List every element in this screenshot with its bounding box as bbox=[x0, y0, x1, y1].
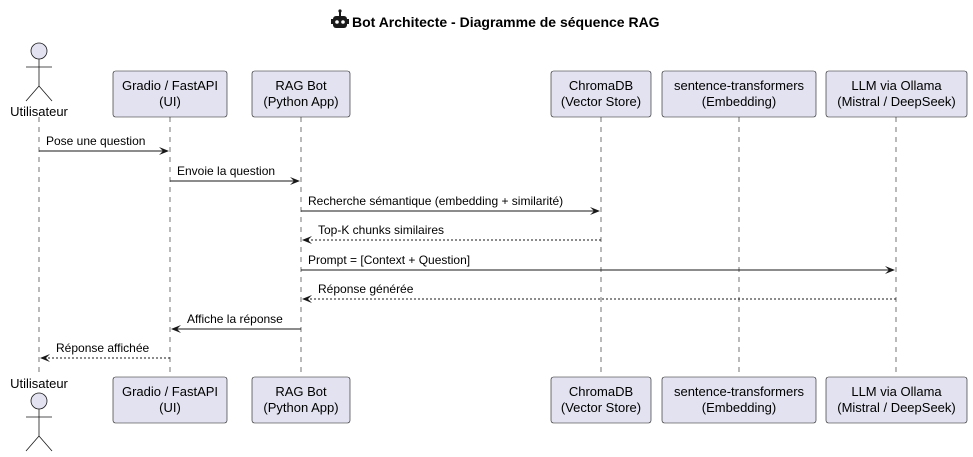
arrowhead-icon bbox=[302, 295, 312, 303]
message-label: Pose une question bbox=[46, 134, 145, 148]
message-2: Envoie la question bbox=[170, 164, 300, 185]
participant-label: ChromaDB bbox=[569, 384, 633, 399]
message-label: Envoie la question bbox=[177, 164, 275, 178]
robot-icon bbox=[331, 9, 349, 28]
participant-label: ChromaDB bbox=[569, 78, 633, 93]
participant-box bbox=[251, 70, 351, 118]
message-4: Top-K chunks similaires bbox=[302, 223, 601, 244]
participant-label: (UI) bbox=[159, 400, 181, 415]
participant-ui-bottom: Gradio / FastAPI(UI) bbox=[112, 376, 228, 424]
arrowhead-icon bbox=[290, 177, 300, 185]
participant-box bbox=[661, 376, 817, 424]
participant-label: Gradio / FastAPI bbox=[122, 78, 218, 93]
message-8: Réponse affichée bbox=[40, 341, 170, 362]
participant-label: (Vector Store) bbox=[561, 400, 641, 415]
message-1: Pose une question bbox=[39, 134, 169, 155]
actor-icon bbox=[25, 392, 53, 452]
participant-label: (Python App) bbox=[263, 94, 338, 109]
participant-box bbox=[251, 376, 351, 424]
participant-label: (UI) bbox=[159, 94, 181, 109]
participant-llm-bottom: LLM via Ollama(Mistral / DeepSeek) bbox=[825, 376, 968, 424]
participant-llm-top: LLM via Ollama(Mistral / DeepSeek) bbox=[825, 70, 968, 118]
actor-label: Utilisateur bbox=[10, 376, 68, 391]
participant-label: (Python App) bbox=[263, 400, 338, 415]
participant-box bbox=[550, 376, 652, 424]
message-5: Prompt = [Context + Question] bbox=[301, 253, 895, 274]
participant-box bbox=[825, 376, 968, 424]
arrowhead-icon bbox=[590, 207, 600, 215]
participant-embed-top: sentence-transformers(Embedding) bbox=[661, 70, 817, 118]
participant-label: (Mistral / DeepSeek) bbox=[837, 400, 955, 415]
actor-user-bottom: Utilisateur bbox=[10, 376, 69, 452]
actor-icon bbox=[25, 42, 53, 102]
participant-label: (Mistral / DeepSeek) bbox=[837, 94, 955, 109]
arrowhead-icon bbox=[885, 266, 895, 274]
participant-label: RAG Bot bbox=[275, 78, 327, 93]
participant-label: LLM via Ollama bbox=[851, 384, 942, 399]
actor-user-top: Utilisateur bbox=[10, 42, 69, 119]
participant-label: (Vector Store) bbox=[561, 94, 641, 109]
diagram-title-text: Bot Architecte - Diagramme de séquence R… bbox=[352, 14, 660, 30]
message-label: Prompt = [Context + Question] bbox=[308, 253, 470, 267]
participant-chroma-bottom: ChromaDB(Vector Store) bbox=[550, 376, 652, 424]
participant-label: RAG Bot bbox=[275, 384, 327, 399]
participant-box bbox=[112, 376, 228, 424]
participant-chroma-top: ChromaDB(Vector Store) bbox=[550, 70, 652, 118]
participant-rag-bottom: RAG Bot(Python App) bbox=[251, 376, 351, 424]
participant-rag-top: RAG Bot(Python App) bbox=[251, 70, 351, 118]
participant-box bbox=[112, 70, 228, 118]
message-3: Recherche sémantique (embedding + simila… bbox=[301, 194, 600, 215]
participant-embed-bottom: sentence-transformers(Embedding) bbox=[661, 376, 817, 424]
arrowhead-icon bbox=[40, 354, 50, 362]
message-label: Réponse générée bbox=[318, 282, 414, 296]
participant-label: (Embedding) bbox=[702, 400, 776, 415]
message-label: Réponse affichée bbox=[56, 341, 150, 355]
message-7: Affiche la réponse bbox=[171, 312, 301, 333]
diagram-title: Bot Architecte - Diagramme de séquence R… bbox=[331, 9, 660, 30]
participant-label: LLM via Ollama bbox=[851, 78, 942, 93]
arrowhead-icon bbox=[159, 147, 169, 155]
message-6: Réponse générée bbox=[302, 282, 896, 303]
participant-label: sentence-transformers bbox=[674, 78, 805, 93]
participant-label: sentence-transformers bbox=[674, 384, 805, 399]
message-label: Recherche sémantique (embedding + simila… bbox=[308, 194, 563, 208]
arrowhead-icon bbox=[171, 325, 181, 333]
participant-label: Gradio / FastAPI bbox=[122, 384, 218, 399]
actor-label: Utilisateur bbox=[10, 104, 68, 119]
participant-box bbox=[825, 70, 968, 118]
arrowhead-icon bbox=[302, 236, 312, 244]
message-label: Affiche la réponse bbox=[187, 312, 283, 326]
participant-box bbox=[661, 70, 817, 118]
participant-label: (Embedding) bbox=[702, 94, 776, 109]
participant-ui-top: Gradio / FastAPI(UI) bbox=[112, 70, 228, 118]
message-label: Top-K chunks similaires bbox=[318, 223, 444, 237]
participant-box bbox=[550, 70, 652, 118]
